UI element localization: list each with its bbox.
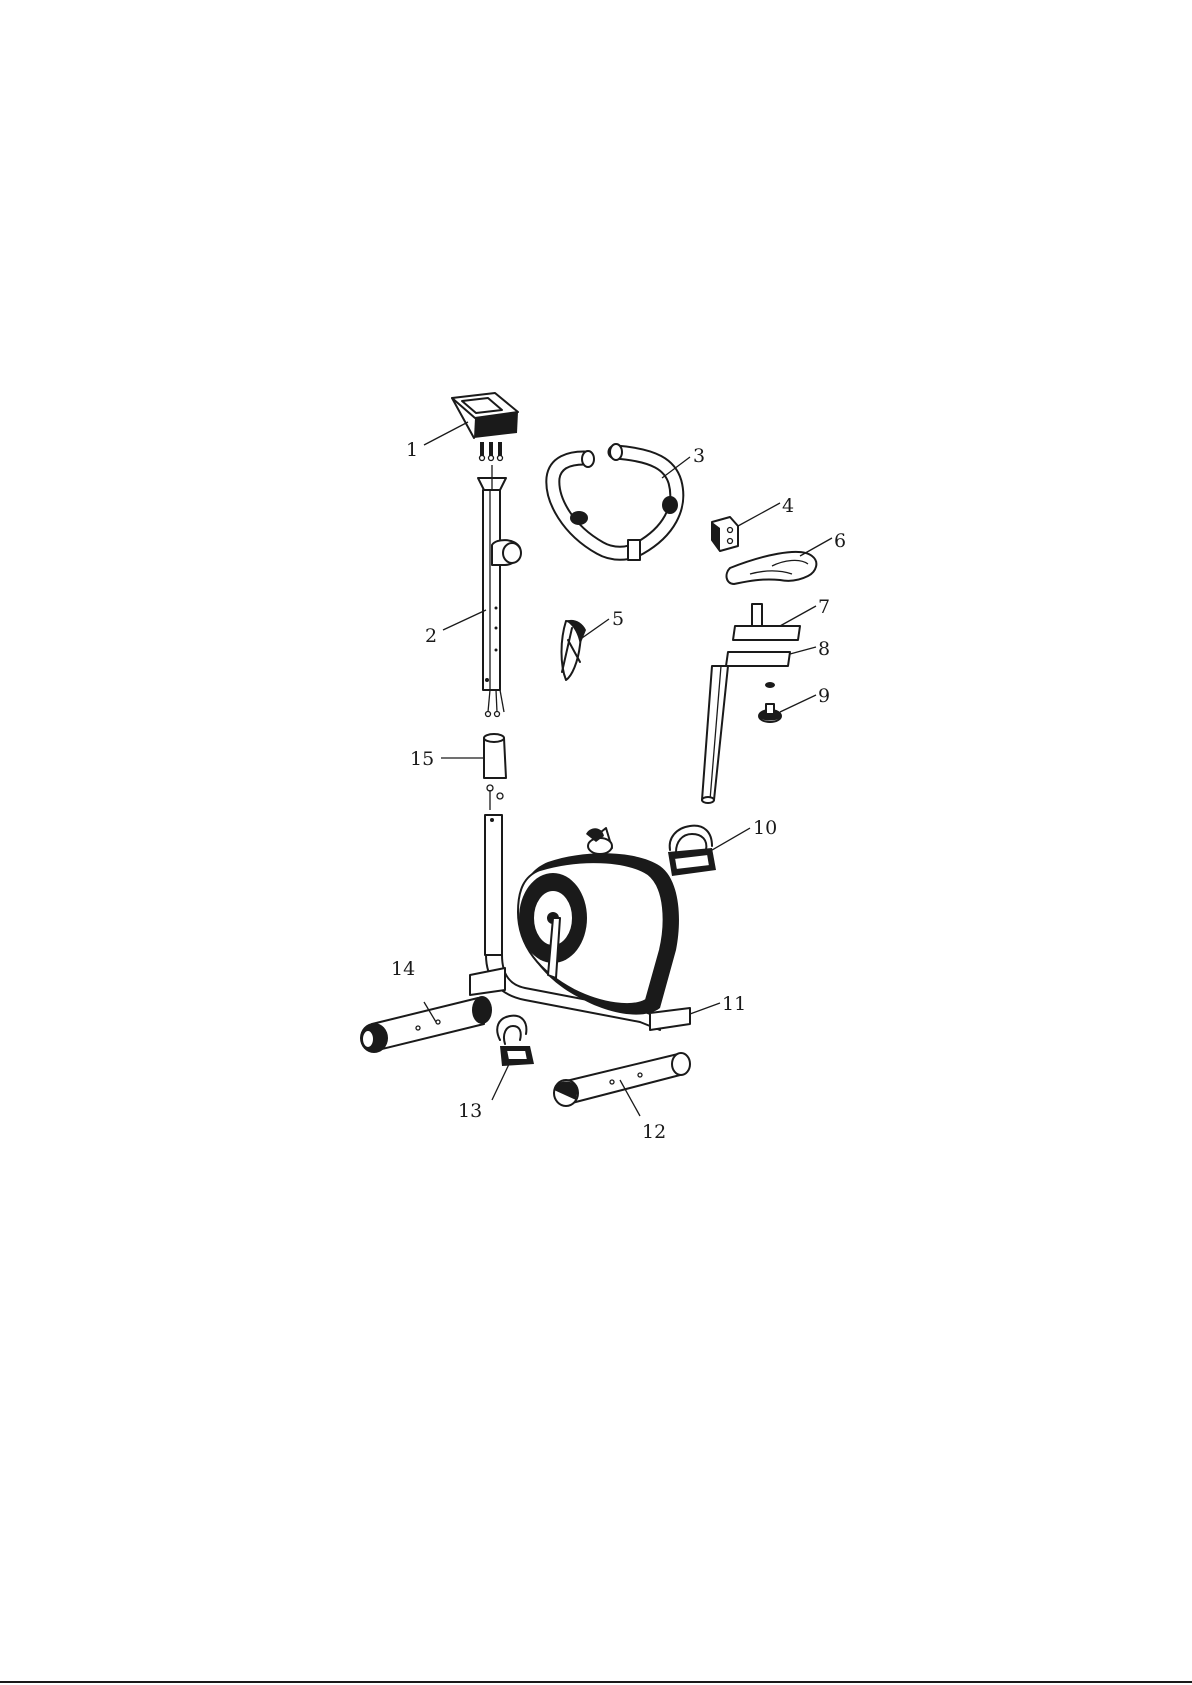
part-label-6: 6 [834, 530, 846, 552]
part-label-2: 2 [425, 625, 437, 647]
part-label-8: 8 [818, 638, 830, 660]
part-6-saddle [727, 552, 817, 584]
part-label-11: 11 [722, 993, 746, 1015]
page-bottom-rule [0, 1681, 1192, 1683]
part-1-console [452, 393, 518, 461]
part-12-rear-stabilizer [554, 1053, 690, 1106]
part-4-seat-clamp [712, 517, 738, 551]
part-9-adjustment-knob [759, 682, 781, 722]
part-label-1: 1 [406, 439, 418, 461]
part-7-seat-slider [733, 604, 800, 640]
part-label-10: 10 [753, 817, 777, 839]
part-labels: 1 2 3 4 5 6 7 8 9 10 11 12 13 14 15 [391, 439, 846, 1143]
part-label-14: 14 [391, 958, 415, 980]
part-label-5: 5 [612, 608, 624, 630]
part-15-bushing [484, 734, 506, 778]
part-13-left-pedal [497, 1016, 534, 1066]
part-label-9: 9 [818, 685, 830, 707]
part-label-7: 7 [818, 596, 830, 618]
part-2-handlebar-post [478, 465, 521, 717]
part-label-13: 13 [458, 1100, 482, 1122]
part-label-4: 4 [782, 495, 794, 517]
part-3-handlebar [553, 444, 678, 560]
part-label-12: 12 [642, 1121, 666, 1143]
part-label-3: 3 [693, 445, 705, 467]
flywheel-housing [518, 828, 679, 1015]
part-label-15: 15 [410, 748, 434, 770]
part-8-seat-post [702, 652, 790, 803]
part-5-bottle-holder [562, 620, 587, 680]
part-10-right-pedal [668, 826, 716, 876]
